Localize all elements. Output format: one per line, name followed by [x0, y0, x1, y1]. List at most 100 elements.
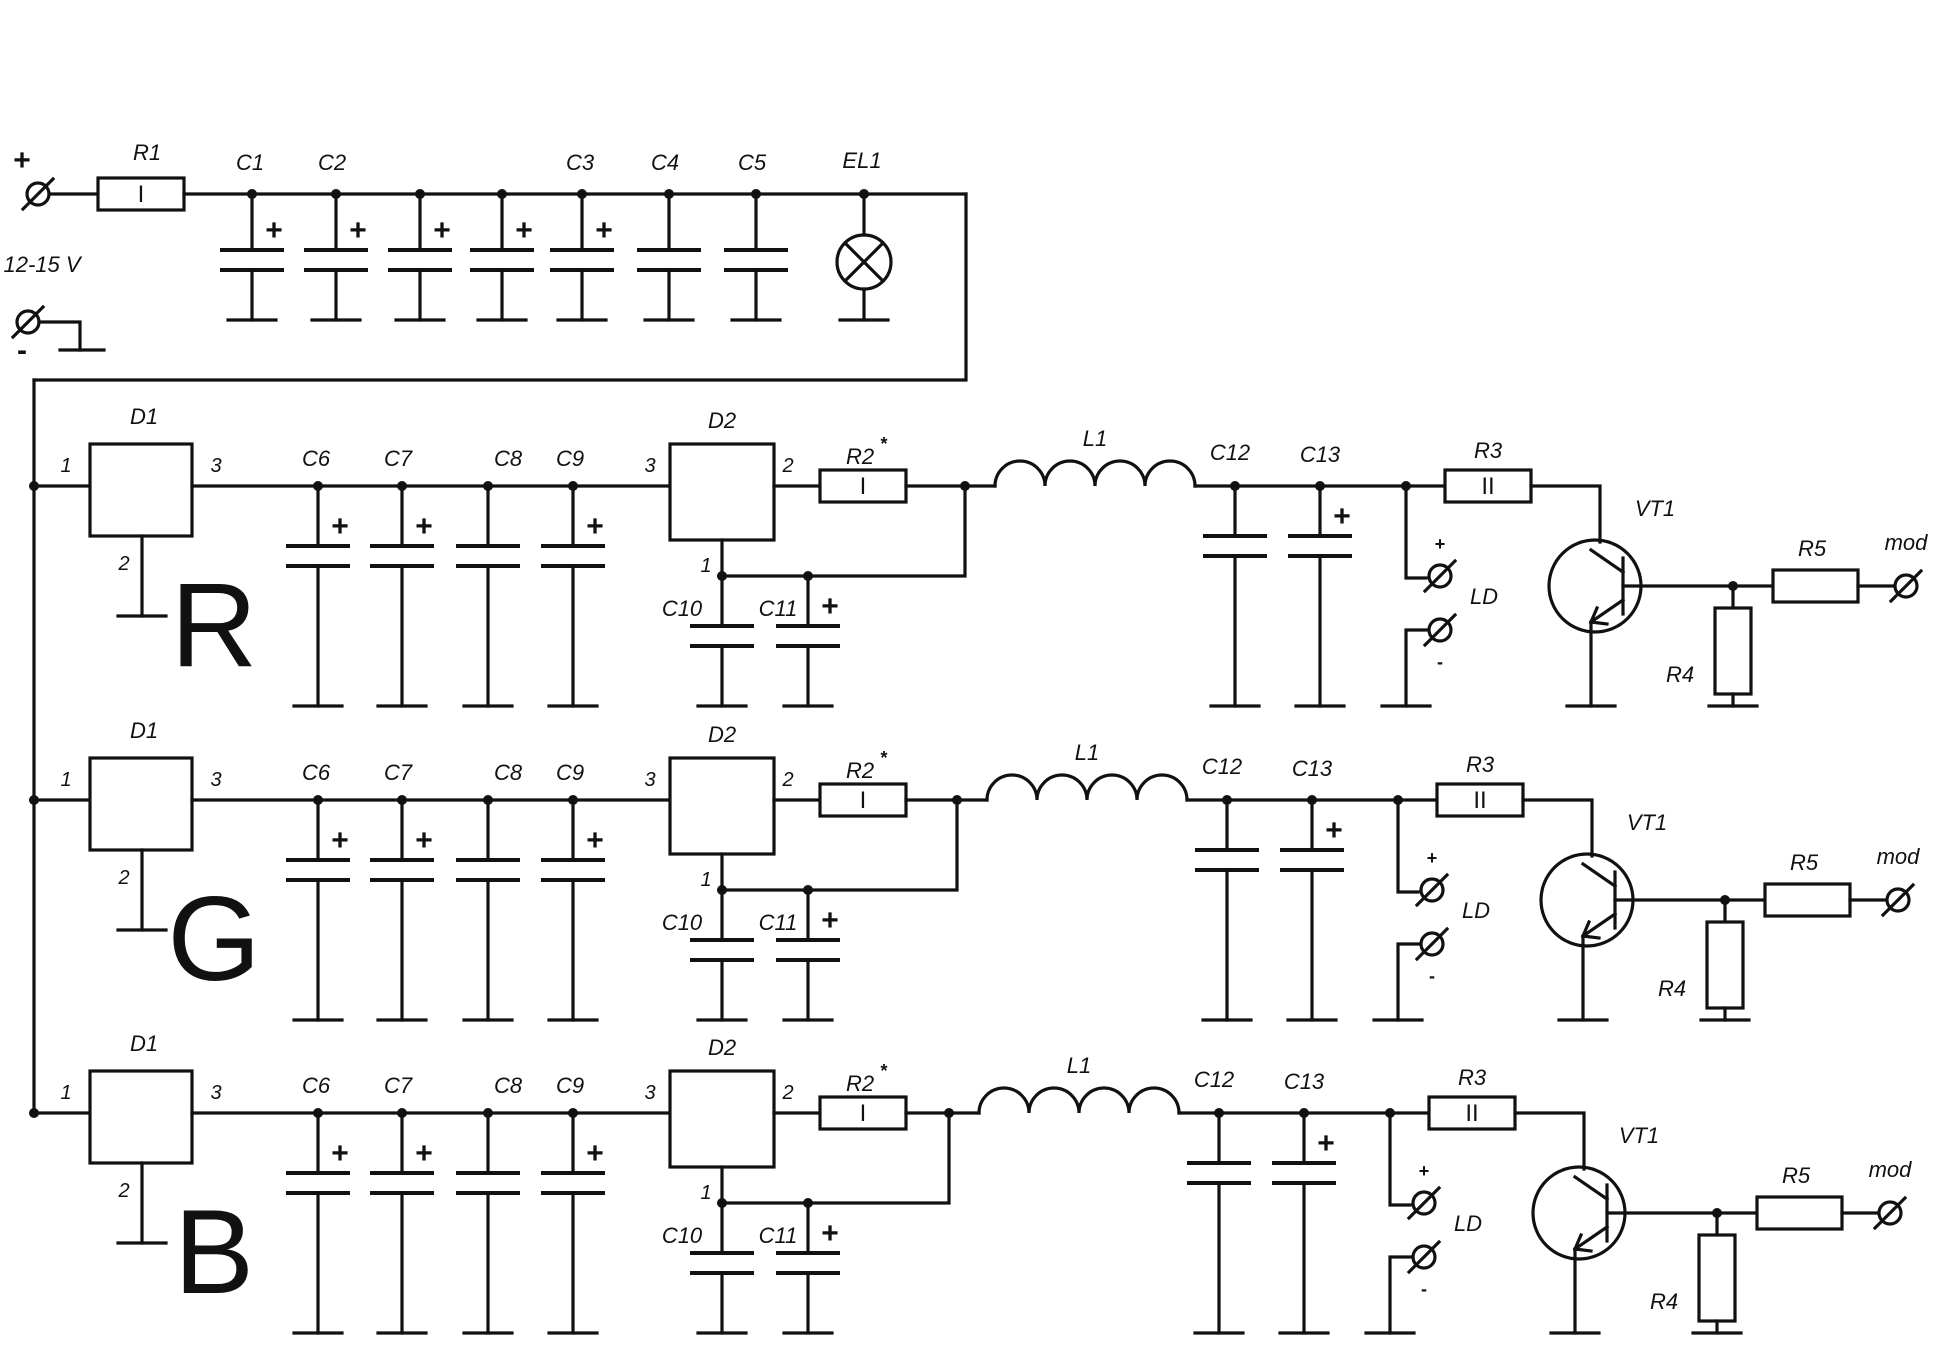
terminal-ring [1427, 563, 1453, 589]
resistor-r4: R4 [1650, 1211, 1743, 1335]
polarity-mark: + [331, 1137, 349, 1170]
resistor-body [96, 176, 186, 212]
wire [1404, 628, 1428, 708]
collector-leg [1588, 547, 1626, 575]
terminal-ring [1427, 617, 1453, 643]
r5-label: R5 [1782, 1163, 1811, 1188]
resistor-r4: R4 [1666, 584, 1759, 708]
ld-label: LD [1462, 898, 1490, 923]
r2-label: R2 [846, 758, 874, 783]
ld-label: LD [1454, 1211, 1482, 1236]
d2-label: D2 [708, 722, 736, 747]
polarity-mark: + [1325, 814, 1343, 847]
transistor-vt1: VT1 [1513, 1111, 1719, 1335]
lamp-cross [842, 240, 886, 284]
feedback-wire [720, 1111, 951, 1205]
el1-label: EL1 [842, 148, 881, 173]
channel-color-letter: G [167, 872, 260, 1006]
c10-label: C10 [662, 1223, 703, 1248]
capacitor-label: C7 [384, 446, 413, 471]
resistor-body [818, 468, 908, 504]
terminal-slash [1888, 568, 1924, 604]
ld-label: LD [1470, 584, 1498, 609]
polarity-mark: + [586, 510, 604, 543]
ld-plus-sign: + [1435, 534, 1446, 554]
resistor-body [1705, 920, 1745, 1010]
c11-label: C11 [759, 1223, 798, 1248]
minus-sign: - [17, 334, 27, 367]
r2-label: R2 [846, 1071, 874, 1096]
resistor-r4: R4 [1658, 898, 1751, 1022]
polarity-mark: + [515, 214, 533, 247]
collector-lead [1521, 798, 1594, 858]
channel-color-letter: R [171, 558, 258, 692]
resistor-r5 [1771, 568, 1860, 604]
resistor-mark: II [1481, 473, 1494, 500]
terminal-slash [1414, 926, 1450, 962]
regulator-body [668, 1069, 776, 1169]
pin-1: 1 [700, 869, 711, 891]
capacitor-label: C5 [738, 150, 767, 175]
capacitor-label: C4 [651, 150, 679, 175]
resistor-body [1763, 882, 1852, 918]
wire [1388, 1111, 1412, 1207]
pin-1: 1 [60, 455, 71, 477]
terminal-slash [1414, 872, 1450, 908]
ld-plus-sign: + [1419, 1161, 1430, 1181]
inductor-l1: L1 [955, 740, 1229, 802]
mod-input-terminal [1872, 1195, 1908, 1231]
resistor-mark: I [860, 1100, 867, 1127]
pin-3: 3 [210, 1082, 221, 1104]
wire [1396, 798, 1420, 894]
pin-3: 3 [210, 769, 221, 791]
capacitor-label: C8 [494, 1073, 523, 1098]
pin-1: 1 [60, 769, 71, 791]
capacitor-c11: + [776, 888, 840, 1022]
ld-plus-terminal [1406, 1185, 1442, 1221]
capacitor-label: C6 [302, 760, 331, 785]
feedback-wire [720, 798, 959, 892]
d2-label: D2 [708, 1035, 736, 1060]
polarity-mark: + [821, 1217, 839, 1250]
pin-2: 2 [117, 1180, 129, 1202]
polarity-mark: + [433, 214, 451, 247]
ld-plus-sign: + [1427, 848, 1438, 868]
inductor-l1: L1 [963, 426, 1237, 488]
c13-label: C13 [1300, 442, 1341, 467]
r3-label: R3 [1466, 752, 1495, 777]
resistor-r5 [1763, 882, 1852, 918]
resistor-body [1697, 1233, 1737, 1323]
ld-minus-terminal [1414, 926, 1450, 962]
capacitor-label: C6 [302, 1073, 331, 1098]
terminal-ring [1877, 1200, 1903, 1226]
r4-label: R4 [1666, 662, 1694, 687]
resistor-r3: II [1435, 782, 1525, 818]
pin-2: 2 [117, 553, 129, 575]
ld-plus-terminal [1414, 872, 1450, 908]
inductor-l1: L1 [947, 1053, 1221, 1115]
resistor-r2: I [818, 782, 908, 818]
pin-3: 3 [644, 1082, 655, 1104]
input-capacitor [456, 798, 520, 1022]
pin-3: 3 [210, 455, 221, 477]
resistor-mark: II [1473, 787, 1486, 814]
regulator-body [88, 442, 194, 538]
input-capacitor: + [370, 1111, 434, 1335]
capacitor-c12 [1187, 1111, 1251, 1335]
supply-capacitor [637, 192, 701, 322]
c12-label: C12 [1194, 1067, 1234, 1092]
capacitor-label: C6 [302, 446, 331, 471]
terminal-slash [1406, 1185, 1442, 1221]
d1-label: D1 [130, 1031, 158, 1056]
resistor-r3: II [1443, 468, 1533, 504]
feedback-wire [720, 484, 967, 578]
r2-label: R2 [846, 444, 874, 469]
resistor-r3: II [1427, 1095, 1517, 1131]
resistor-r5 [1755, 1195, 1844, 1231]
channel-color-letter: B [174, 1185, 254, 1319]
wire [1396, 942, 1420, 1022]
capacitor-label: C9 [556, 446, 584, 471]
